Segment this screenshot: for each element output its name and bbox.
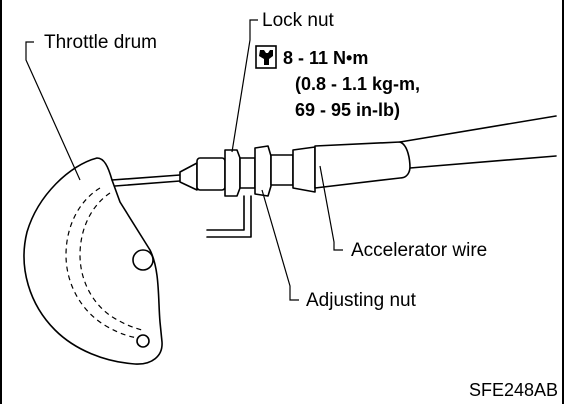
adjusting-nut-label: Adjusting nut [306,290,417,311]
lock-nut-leader [231,19,258,153]
throttle-drum-leader [25,41,81,181]
lock-nut-shape [224,149,241,197]
adjusting-nut-leader [261,189,299,301]
drum-hole-small [136,334,150,348]
torque-spec-line1: 8 - 11 N•m [283,48,368,68]
accelerator-wire-leader [319,165,343,251]
throttle-drum-label: Throttle drum [44,32,157,53]
cable-fitting [179,145,316,197]
inner-cable [111,174,181,187]
torque-wrench-icon [255,45,277,69]
throttle-drum [23,157,163,365]
drum-hole-large [132,249,154,271]
accelerator-wire-label: Accelerator wire [351,240,487,261]
outer-casing [314,115,557,189]
figure-code: SFE248AB [469,380,558,400]
torque-spec-line2: (0.8 - 1.1 kg-m, [295,74,420,94]
lock-nut-label: Lock nut [262,10,335,31]
torque-spec-line3: 69 - 95 in-lb) [295,100,400,120]
adjusting-nut-shape [254,145,272,197]
mounting-bracket [206,195,252,238]
